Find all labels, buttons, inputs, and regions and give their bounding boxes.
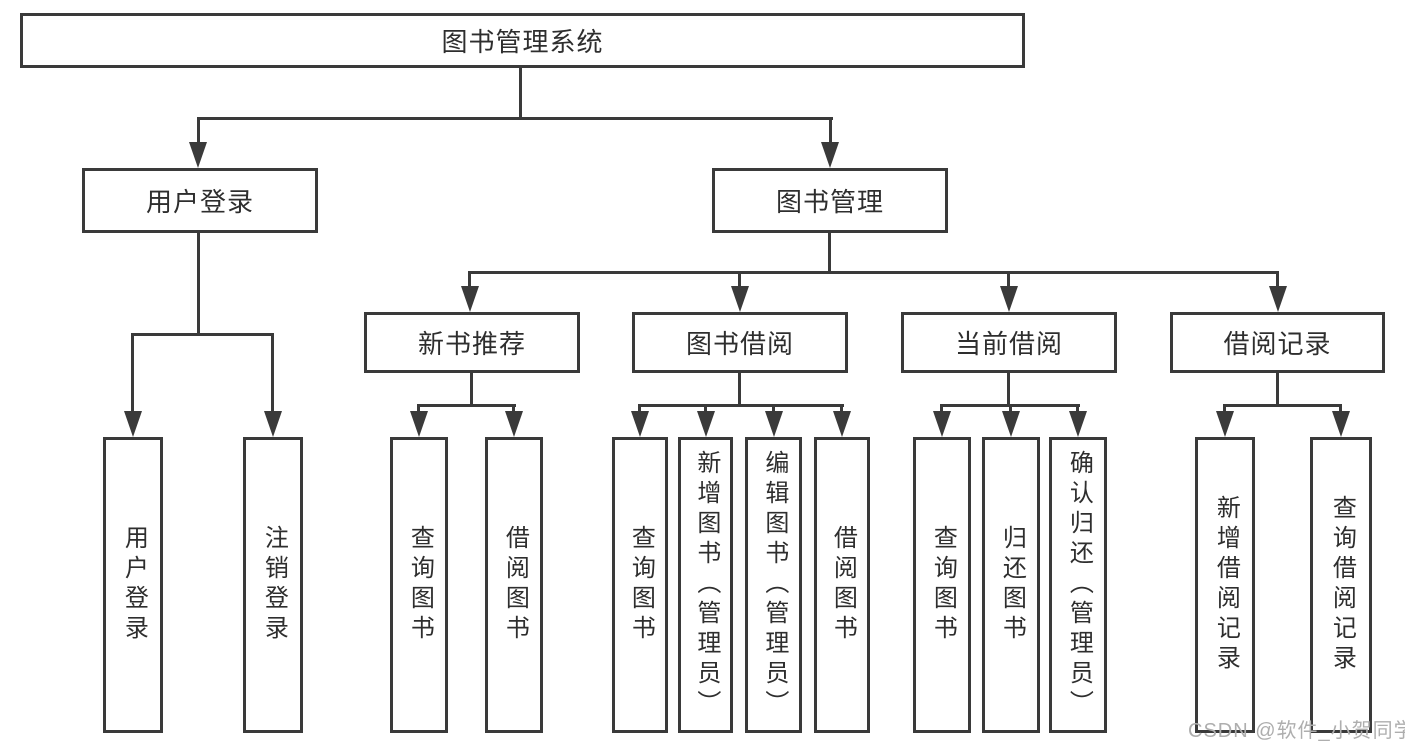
leaf-label: 新增借阅记录 (1212, 495, 1240, 675)
connector-line (197, 117, 833, 120)
arrow-down-icon (264, 411, 282, 437)
connector-line (197, 117, 200, 143)
leaf-query-borrow-record: 查询借阅记录 (1310, 437, 1372, 733)
leaf-label: 注销登录 (260, 525, 288, 645)
connector-line (470, 373, 473, 407)
arrow-down-icon (833, 411, 851, 437)
arrow-down-icon (1216, 411, 1234, 437)
connector-line (1076, 404, 1079, 414)
connector-line (468, 271, 1279, 274)
node-new-book-recommendation: 新书推荐 (364, 312, 580, 373)
leaf-label: 查询图书 (929, 525, 957, 645)
arrow-down-icon (461, 286, 479, 312)
connector-line (1007, 271, 1010, 286)
leaf-label: 新增图书（管理员） (692, 450, 720, 720)
leaf-borrow-books-recommend: 借阅图书 (485, 437, 543, 733)
connector-line (1007, 373, 1010, 407)
arrow-down-icon (1000, 286, 1018, 312)
csdn-watermark: CSDN @软件_小贺同学 (1188, 720, 1405, 742)
leaf-label: 归还图书 (998, 525, 1026, 645)
arrow-down-icon (731, 286, 749, 312)
arrow-down-icon (505, 411, 523, 437)
leaf-edit-book-admin: 编辑图书（管理员） (745, 437, 802, 733)
connector-line (738, 373, 741, 407)
connector-line (468, 271, 471, 286)
leaf-query-books-recommend: 查询图书 (390, 437, 448, 733)
connector-line (512, 404, 515, 414)
arrow-down-icon (697, 411, 715, 437)
connector-line (417, 404, 420, 414)
connector-line (638, 404, 641, 414)
node-book-management: 图书管理 (712, 168, 948, 233)
connector-line (840, 404, 843, 414)
connector-line (1223, 404, 1342, 407)
leaf-label: 编辑图书（管理员） (760, 450, 788, 720)
leaf-query-books-borrow: 查询图书 (612, 437, 668, 733)
arrow-down-icon (1069, 411, 1087, 437)
connector-line (738, 271, 741, 286)
connector-line (704, 404, 707, 414)
connector-line (1223, 404, 1226, 414)
leaf-query-books-current: 查询图书 (913, 437, 971, 733)
connector-line (197, 233, 200, 336)
leaf-label: 确认归还（管理员） (1065, 450, 1093, 720)
leaf-label: 用户登录 (120, 525, 148, 645)
leaf-add-book-admin: 新增图书（管理员） (678, 437, 733, 733)
leaf-confirm-return-admin: 确认归还（管理员） (1049, 437, 1107, 733)
node-current-borrowing: 当前借阅 (901, 312, 1117, 373)
arrow-down-icon (765, 411, 783, 437)
arrow-down-icon (1332, 411, 1350, 437)
connector-line (828, 233, 831, 274)
connector-line (772, 404, 775, 414)
connector-line (131, 333, 134, 411)
arrow-down-icon (631, 411, 649, 437)
leaf-label: 查询借阅记录 (1328, 495, 1356, 675)
connector-line (829, 117, 832, 143)
leaf-label: 查询图书 (627, 525, 655, 645)
connector-line (131, 333, 274, 336)
arrow-down-icon (1002, 411, 1020, 437)
arrow-down-icon (821, 142, 839, 168)
connector-line (940, 404, 943, 414)
leaf-label: 借阅图书 (501, 525, 529, 645)
connector-line (638, 404, 844, 407)
arrow-down-icon (189, 142, 207, 168)
leaf-borrow-books: 借阅图书 (814, 437, 870, 733)
connector-line (1339, 404, 1342, 414)
connector-line (1276, 373, 1279, 407)
arrow-down-icon (124, 411, 142, 437)
leaf-user-login: 用户登录 (103, 437, 163, 733)
node-book-borrowing: 图书借阅 (632, 312, 848, 373)
arrow-down-icon (410, 411, 428, 437)
leaf-return-book: 归还图书 (982, 437, 1040, 733)
leaf-logout: 注销登录 (243, 437, 303, 733)
connector-line (519, 68, 522, 120)
arrow-down-icon (1269, 286, 1287, 312)
leaf-add-borrow-record: 新增借阅记录 (1195, 437, 1255, 733)
node-user-login: 用户登录 (82, 168, 318, 233)
connector-line (417, 404, 516, 407)
leaf-label: 借阅图书 (829, 525, 857, 645)
arrow-down-icon (933, 411, 951, 437)
connector-line (1276, 271, 1279, 286)
leaf-label: 查询图书 (406, 525, 434, 645)
node-borrowing-records: 借阅记录 (1170, 312, 1385, 373)
node-root: 图书管理系统 (20, 13, 1025, 68)
connector-line (1009, 404, 1012, 414)
connector-line (271, 333, 274, 411)
